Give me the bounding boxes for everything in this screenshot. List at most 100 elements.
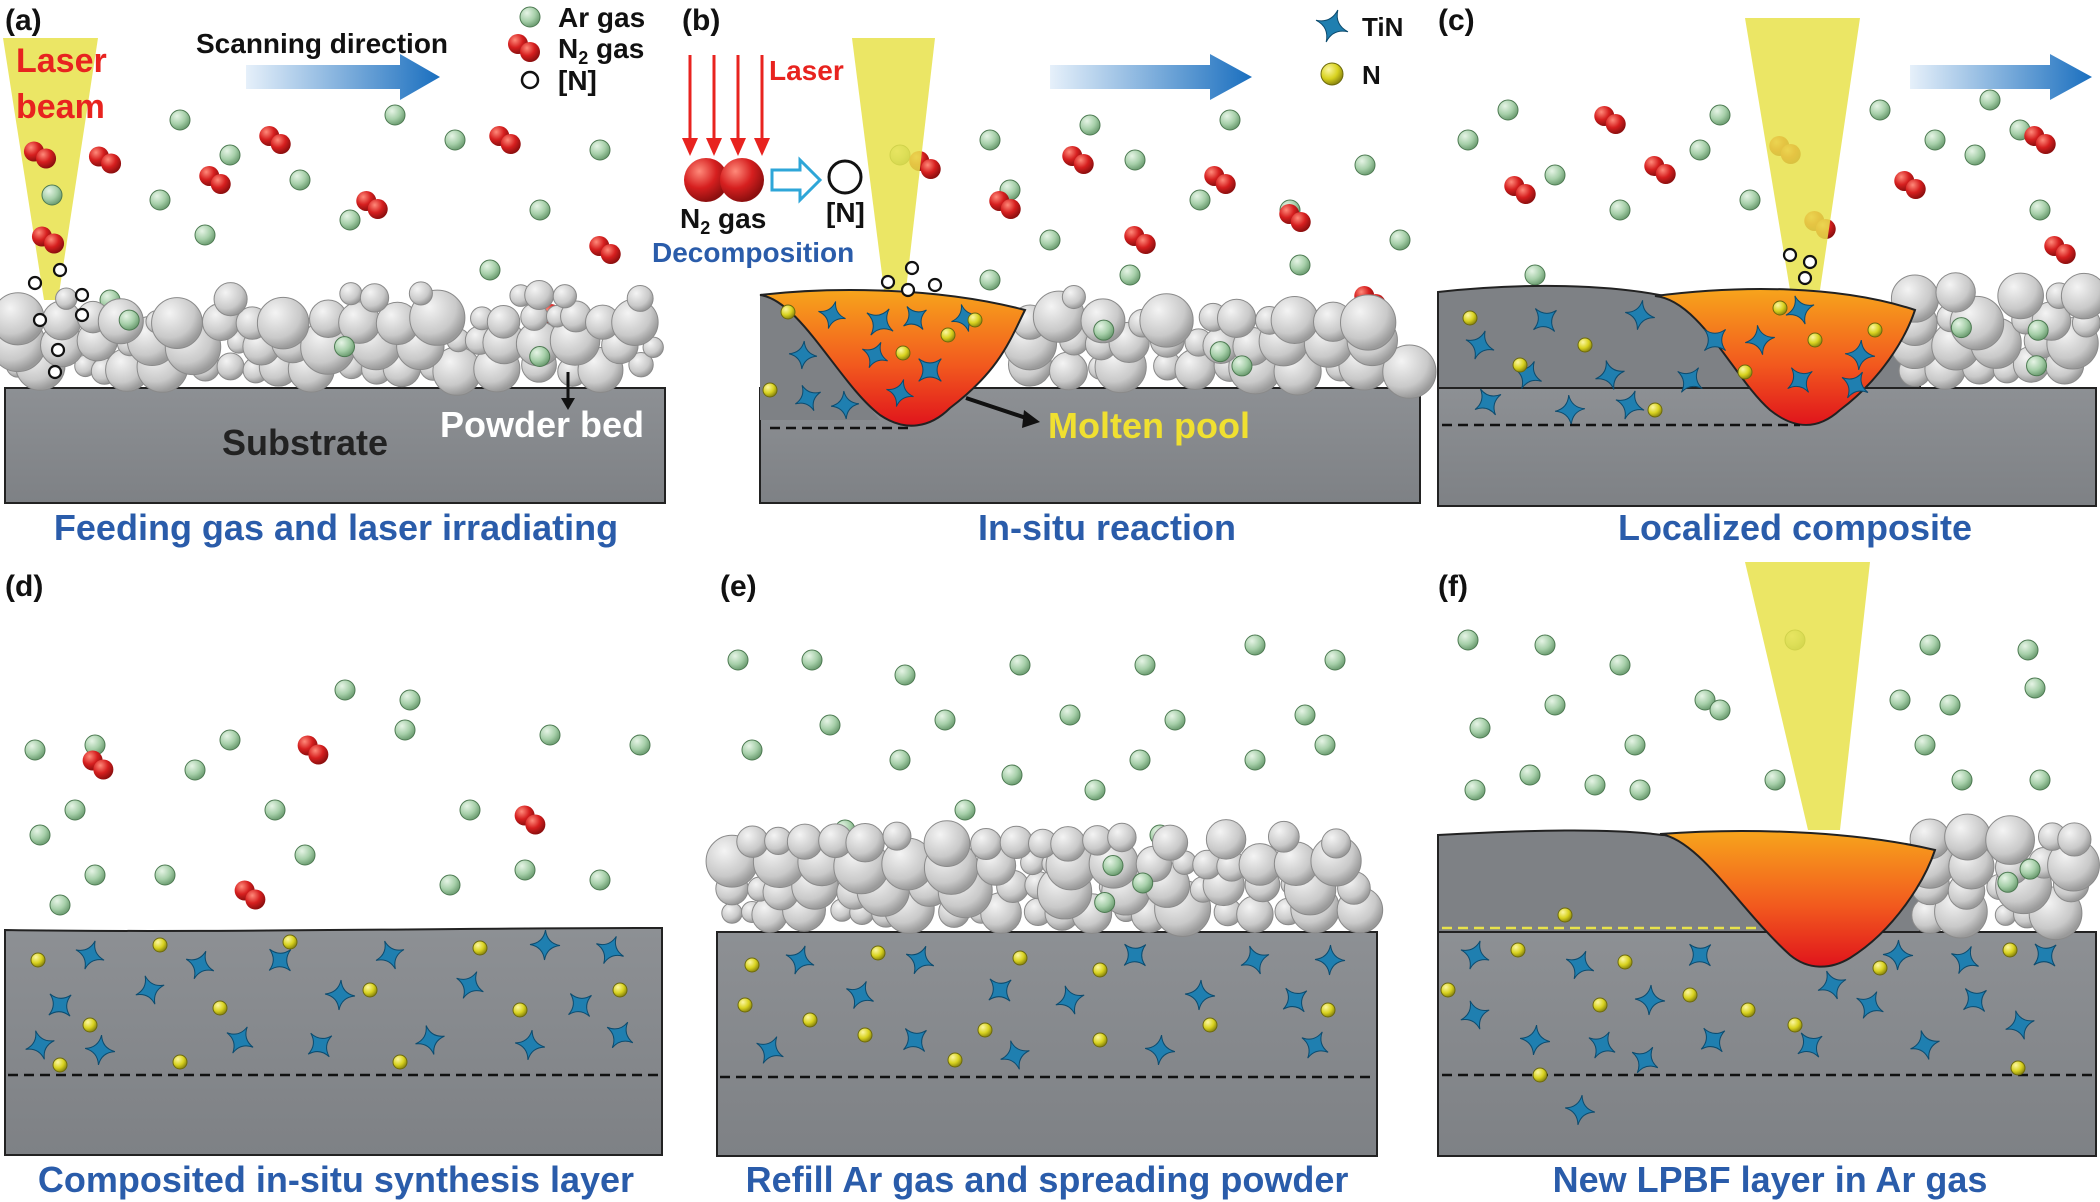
tin-particle: [1184, 979, 1216, 1011]
powder-particle: [970, 827, 1003, 861]
powder-bed-label: Powder bed: [440, 404, 644, 445]
substrate-f: [1437, 931, 2097, 1157]
ar-gas-atom: [2017, 639, 2039, 661]
ar-gas-atom: [741, 739, 763, 761]
substrate-label: Substrate: [222, 422, 388, 463]
tin-particle: [2005, 1010, 2035, 1040]
ar-gas-atom: [334, 336, 356, 358]
ar-gas-atom: [1964, 144, 1986, 166]
ar-gas-atom: [1469, 717, 1491, 739]
tin-particle: [788, 340, 818, 370]
ar-gas-atom: [1689, 139, 1711, 161]
legend-n-atom-swatch: [520, 70, 540, 90]
ar-gas-atom: [1524, 264, 1546, 286]
powder-particle: [1997, 272, 2044, 320]
ar-gas-atom: [1132, 872, 1154, 894]
laser-beam-c: [1745, 18, 1860, 290]
caption-d: Composited in-situ synthesis layer: [38, 1159, 634, 1200]
molten-pool-pointer-head: [1022, 410, 1040, 428]
n-atom: [50, 342, 66, 358]
n-particle: [1092, 1032, 1108, 1048]
ar-gas-atom: [194, 224, 216, 246]
powder-particle: [1944, 813, 1992, 861]
n2-molecule: [1515, 184, 1536, 205]
powder-particle: [1050, 826, 1086, 862]
ar-gas-atom: [1924, 129, 1946, 151]
ar-gas-atom: [529, 346, 551, 368]
ar-gas-atom: [1764, 769, 1786, 791]
ar-gas-atom: [1134, 654, 1156, 676]
composite-layer-e: [716, 931, 1378, 1157]
ar-gas-atom: [1219, 109, 1241, 131]
ar-gas-atom: [2026, 355, 2048, 377]
tin-particle: [1700, 1027, 1726, 1053]
powder-particle: [216, 352, 245, 381]
n-particle: [1787, 1017, 1803, 1033]
legend-ar-gas-swatch: [519, 6, 541, 28]
powder-particle: [359, 283, 390, 313]
laser-beam-label-1: Laser: [16, 42, 107, 80]
n-particle: [940, 327, 956, 343]
panel-letter-f: (f): [1438, 570, 1468, 603]
ar-gas-atom: [219, 729, 241, 751]
tin-particle: [1625, 300, 1655, 330]
n2-molecule: [367, 199, 388, 220]
molten-pool-pointer: [965, 396, 1033, 422]
ar-gas-atom: [1914, 734, 1936, 756]
ar-gas-atom: [339, 209, 361, 231]
n-particle: [737, 997, 753, 1013]
n-particle: [1532, 1067, 1548, 1083]
tin-particle: [568, 993, 592, 1017]
powder-particle: [1267, 820, 1300, 853]
ar-gas-atom: [1544, 694, 1566, 716]
powder-particle: [552, 284, 577, 309]
n-particle: [1872, 960, 1888, 976]
legend-n-swatch: [1320, 62, 1344, 86]
decomposition-arrow: [770, 156, 823, 204]
laser-beam-f: [1745, 562, 1870, 830]
tin-particle: [1634, 984, 1666, 1016]
n-particle: [52, 1057, 68, 1073]
n-particle: [1772, 300, 1788, 316]
panel-letter-b: (b): [682, 4, 720, 37]
ar-gas-atom: [1129, 749, 1151, 771]
powder-particle: [736, 825, 769, 858]
ar-gas-atom: [1709, 104, 1731, 126]
ar-gas-atom: [1209, 341, 1231, 363]
tin-particle: [375, 940, 405, 970]
powder-particle: [1236, 895, 1274, 933]
composite-layer-d: [4, 926, 663, 1156]
ar-gas-atom: [1629, 779, 1651, 801]
powder-particle: [1985, 815, 2035, 865]
powder-bed-a: [0, 280, 664, 396]
panel-letter-c: (c): [1438, 4, 1475, 37]
n-particle: [762, 382, 778, 398]
powder-particle: [486, 305, 521, 339]
powder-particle: [923, 820, 971, 867]
ar-gas-atom: [1694, 689, 1716, 711]
tin-particle: [1841, 371, 1869, 399]
tin-particle: [185, 950, 215, 980]
tin-particle: [785, 945, 815, 975]
n-atom: [1802, 254, 1818, 270]
tin-particle: [135, 975, 165, 1005]
n2-molecule: [920, 159, 941, 180]
molten-pool-f: [1659, 830, 1937, 968]
ar-gas-atom: [384, 104, 406, 126]
tin-particle: [1688, 943, 1712, 967]
n-particle: [977, 1022, 993, 1038]
n-particle: [612, 982, 628, 998]
ar-gas-atom: [2029, 769, 2051, 791]
ar-gas-atom: [539, 724, 561, 746]
n2-molecule: [500, 134, 521, 155]
n-particle: [895, 345, 911, 361]
n-particle: [1092, 962, 1108, 978]
ar-gas-atom: [289, 169, 311, 191]
legend-n2-gas-swatch: [508, 34, 540, 62]
n-particle: [1577, 337, 1593, 353]
powder-particle: [1139, 293, 1194, 348]
n2-molecule: [44, 233, 65, 254]
n-particle: [2010, 1060, 2026, 1076]
tin-particle: [1564, 1094, 1596, 1126]
